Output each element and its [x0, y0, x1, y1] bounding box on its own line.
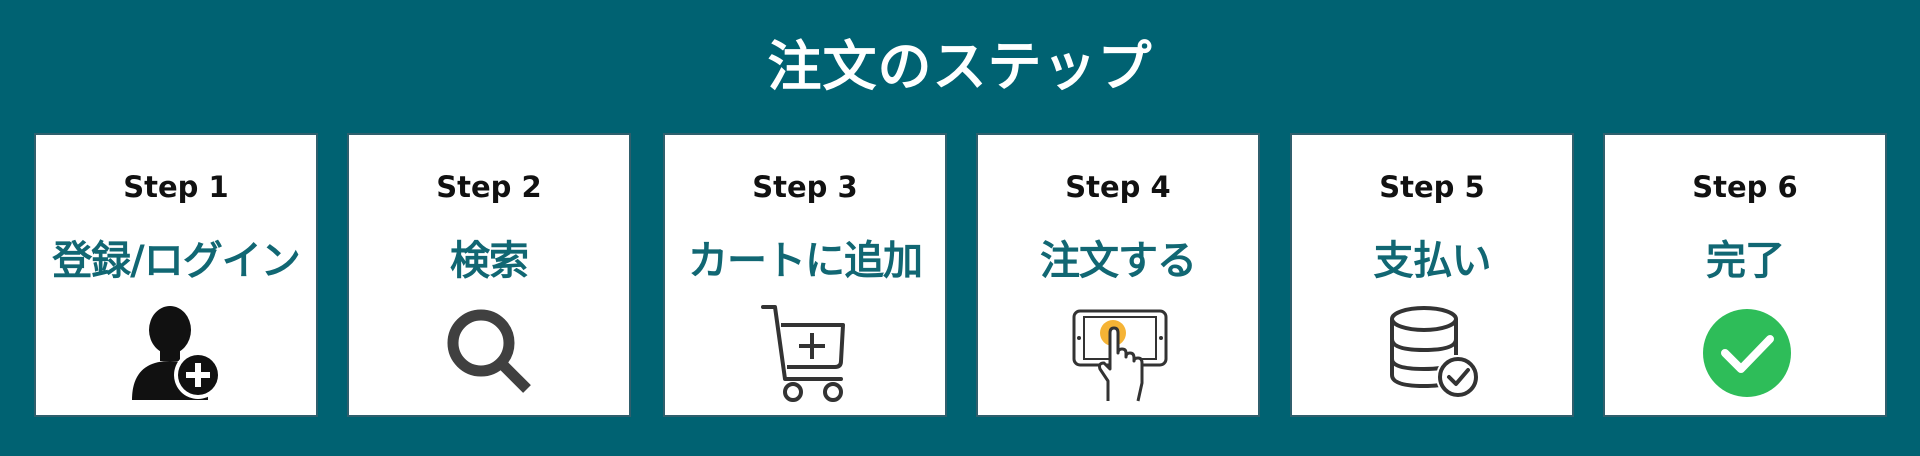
search-icon — [441, 303, 541, 403]
check-circle-icon — [1697, 303, 1797, 403]
step-label: 注文する — [1040, 238, 1197, 284]
step-card-4: Step 4 注文する — [976, 133, 1260, 417]
step-number: Step 1 — [123, 170, 229, 204]
step-card-5: Step 5 支払い — [1290, 133, 1574, 417]
step-number: Step 4 — [1065, 170, 1171, 204]
step-label: 登録/ログイン — [52, 238, 301, 284]
step-card-2: Step 2 検索 — [347, 133, 631, 417]
step-label: カートに追加 — [688, 238, 923, 284]
user-add-icon — [128, 303, 228, 403]
step-number: Step 3 — [752, 170, 858, 204]
steps-row: Step 1 登録/ログイン Step 2 検索 — [0, 133, 1920, 417]
page-title: 注文のステップ — [767, 35, 1153, 98]
step-card-1: Step 1 登録/ログイン — [34, 133, 318, 417]
step-number: Step 2 — [436, 170, 542, 204]
database-check-icon — [1384, 303, 1484, 403]
step-number: Step 6 — [1692, 170, 1798, 204]
tablet-tap-icon — [1070, 303, 1170, 403]
step-card-6: Step 6 完了 — [1603, 133, 1887, 417]
step-card-3: Step 3 カートに追加 — [663, 133, 947, 417]
step-number: Step 5 — [1379, 170, 1485, 204]
step-label: 完了 — [1706, 238, 1785, 284]
step-label: 支払い — [1373, 238, 1492, 284]
step-label: 検索 — [450, 238, 529, 284]
cart-add-icon — [757, 303, 857, 403]
